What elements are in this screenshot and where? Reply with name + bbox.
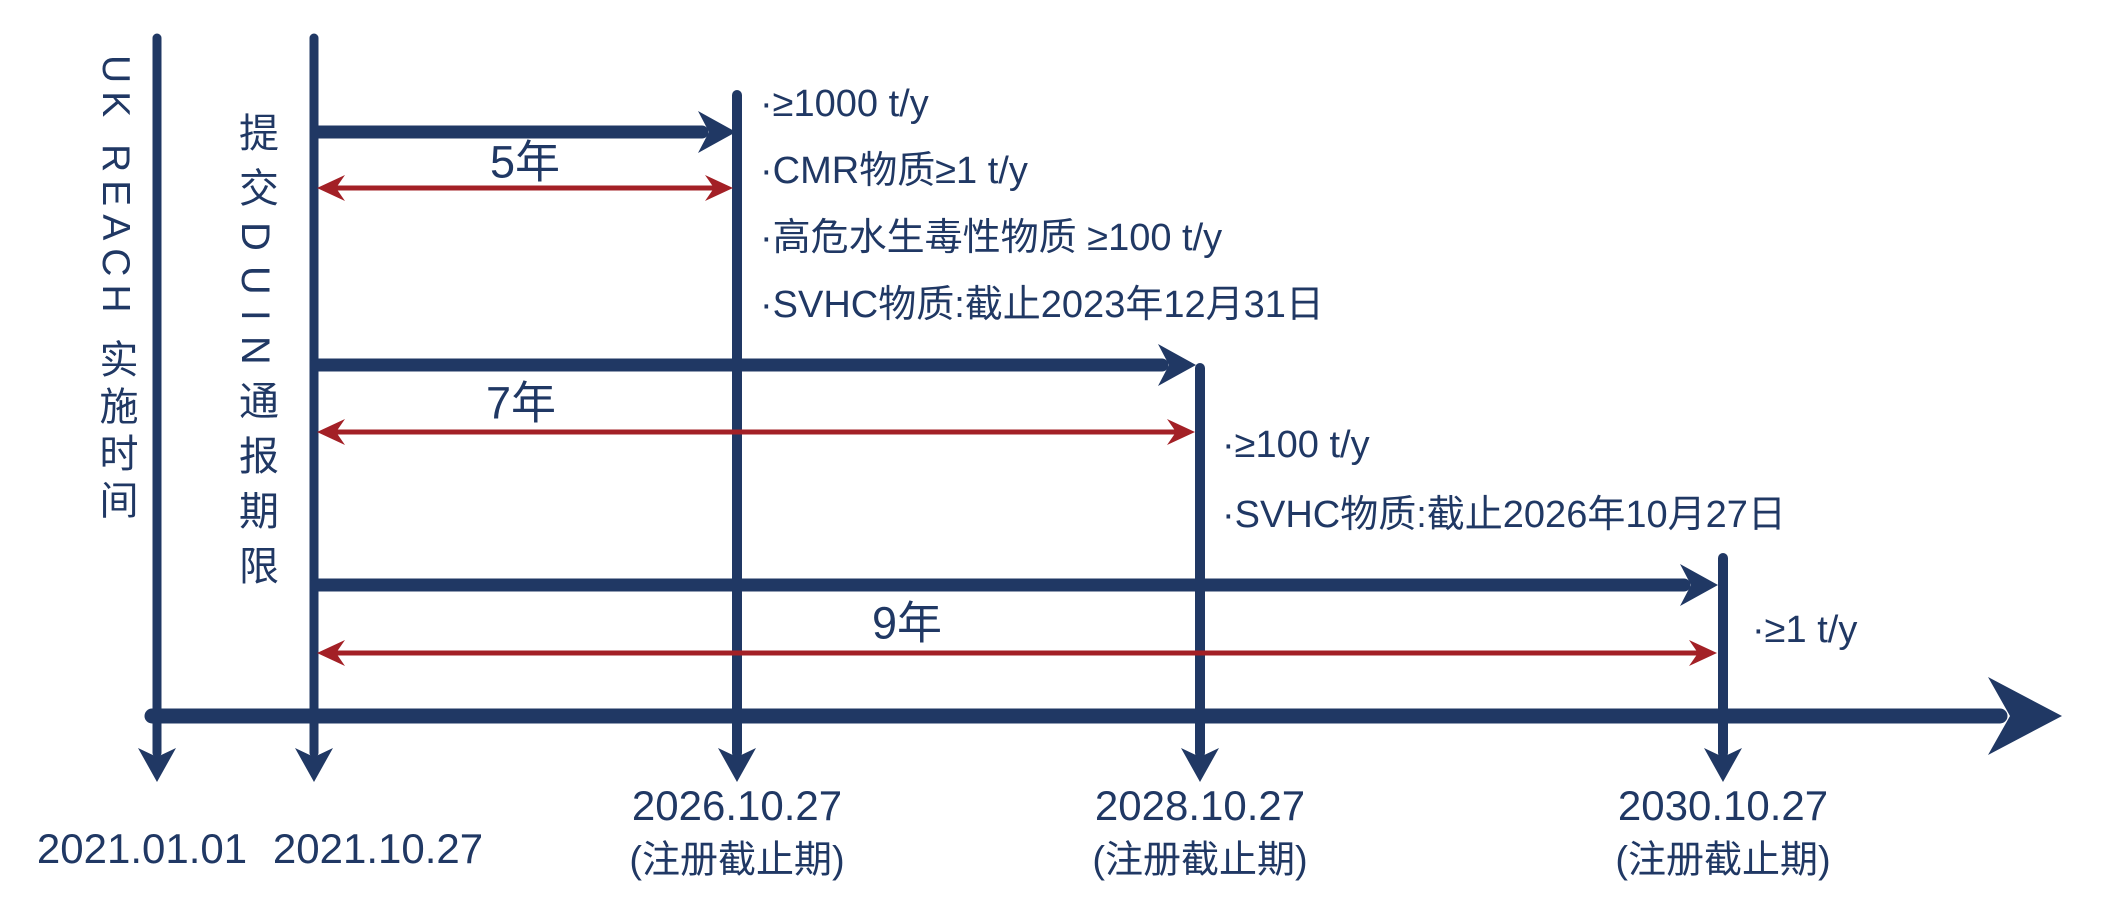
span-9y-label: 9年	[871, 597, 943, 649]
duin-notification-vertical-label: 提交DUIN通报期限	[233, 112, 277, 600]
annotation-item: ·SVHC物质:截止2026年10月27日	[1222, 494, 1786, 536]
span-9y-arrowhead-icon	[1680, 564, 1718, 606]
registration-deadline-note-2030: (注册截止期)	[1615, 839, 1831, 882]
measure-9y-right-head-icon	[1689, 640, 1717, 666]
measure-5y-left-head-icon	[317, 175, 345, 201]
registration-deadline-note-2026: (注册截止期)	[629, 839, 845, 882]
measure-5y-right-head-icon	[705, 175, 733, 201]
date-2026-10-27: 2026.10.27	[631, 782, 843, 829]
annotation-item: ·≥100 t/y	[1222, 424, 1370, 466]
deadline-2026-down-arrow-icon	[718, 748, 756, 782]
duin-deadline-down-arrow-icon	[295, 748, 333, 782]
measure-7y-right-head-icon	[1167, 419, 1195, 445]
registration-deadline-note-2028: (注册截止期)	[1092, 839, 1308, 882]
ukreach-implementation-vertical-label: UK REACH 实施时间	[94, 55, 137, 528]
annotation-item: ·≥1000 t/y	[760, 83, 929, 125]
annotation-group-2030: ·≥1 t/y	[1752, 607, 1857, 653]
span-7y-arrowhead-icon	[1158, 344, 1196, 386]
annotation-item: ·高危水生毒性物质 ≥100 t/y	[760, 217, 1223, 259]
ukreach-start-down-arrow-icon	[138, 748, 176, 782]
span-7y-label: 7年	[485, 377, 557, 429]
span-5y-arrowhead-icon	[698, 111, 736, 153]
deadline-2028-down-arrow-icon	[1181, 748, 1219, 782]
deadline-2030-down-arrow-icon	[1704, 748, 1742, 782]
annotation-item: ·≥1 t/y	[1752, 609, 1858, 651]
annotation-group-2028: ·≥100 t/y ·SVHC物质:截止2026年10月27日	[1222, 410, 1786, 550]
span-5y-label: 5年	[489, 136, 561, 188]
annotation-group-2026: ·≥1000 t/y ·CMR物质≥1 t/y ·高危水生毒性物质 ≥100 t…	[760, 71, 1324, 339]
date-2030-10-27: 2030.10.27	[1617, 782, 1829, 829]
measure-7y-left-head-icon	[317, 419, 345, 445]
date-2021-01-01: 2021.01.01	[36, 825, 248, 872]
annotation-item: ·SVHC物质:截止2023年12月31日	[760, 284, 1324, 326]
annotation-item: ·CMR物质≥1 t/y	[760, 150, 1028, 192]
timeline-axis-arrowhead-icon	[1988, 677, 2062, 755]
date-2021-10-27: 2021.10.27	[272, 825, 484, 872]
date-2028-10-27: 2028.10.27	[1094, 782, 1306, 829]
measure-9y-left-head-icon	[317, 640, 345, 666]
